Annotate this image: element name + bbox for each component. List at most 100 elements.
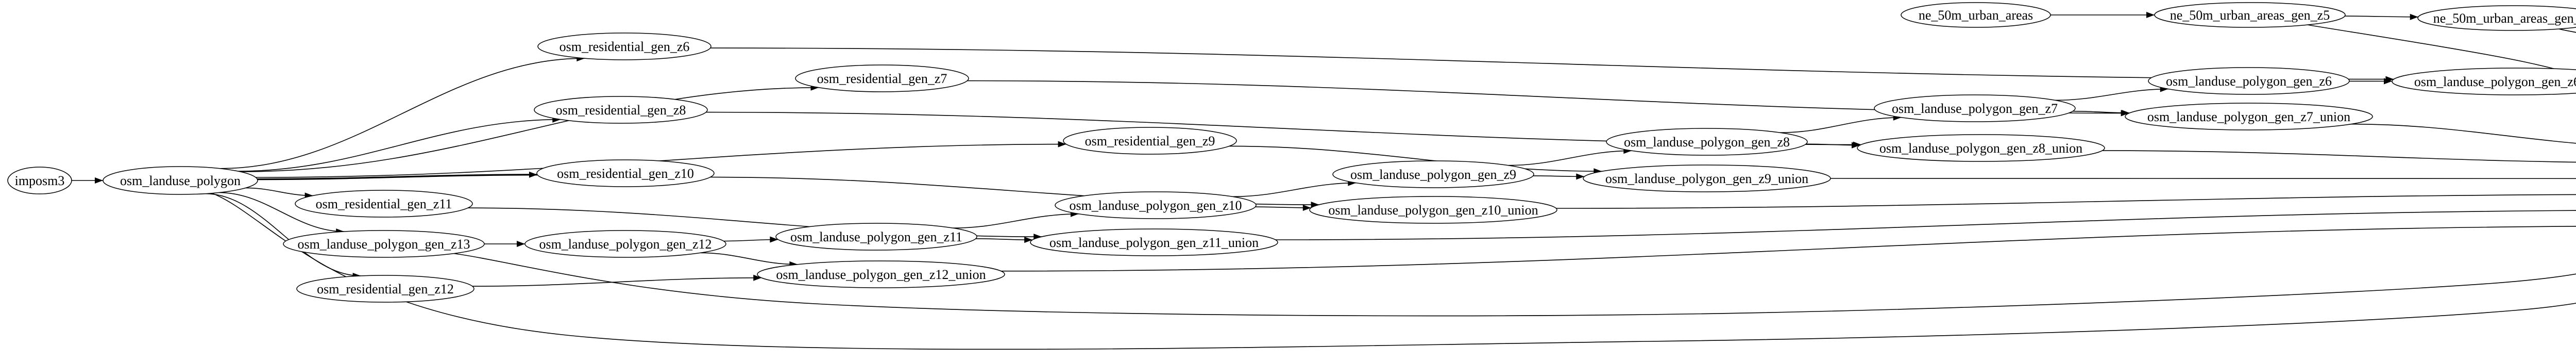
arrowhead-icon [2146,12,2155,18]
node-label: osm_landuse_polygon_gen_z6 [2166,74,2332,89]
node-ellipse [1857,134,2105,162]
node-osm_residential_gen_z6: osm_residential_gen_z6 [537,32,711,60]
arrowhead-icon [1853,141,1861,148]
node-ellipse [1030,228,1278,256]
node-label: osm_landuse_polygon_gen_z12 [539,237,711,252]
edge-osm_landuse_polygon_gen_z10-to-osm_landuse_polygon_gen_z9 [1232,179,1357,198]
node-label: imposm3 [15,173,65,188]
node-osm_landuse_polygon_gen_z7: osm_landuse_polygon_gen_z7 [1874,94,2076,122]
node-ne_50m_urban_areas_gen_z5: ne_50m_urban_areas_gen_z5 [2154,2,2346,28]
arrowhead-icon [95,177,103,184]
node-ellipse [1309,196,1557,224]
node-label: osm_landuse_polygon_gen_z7_union [2147,109,2350,124]
arrowhead-icon [770,236,778,243]
node-ellipse [775,223,977,251]
node-label: osm_landuse_polygon_gen_z11 [790,229,962,244]
node-ellipse [1055,191,1257,219]
edge-osm_landuse_polygon_gen_z10_union-to-layer_landuse-z10 [1556,194,2576,209]
node-ellipse [1063,127,1237,155]
edge-osm_landuse_polygon_gen_z8-to-osm_landuse_polygon_gen_z7 [1780,114,1902,133]
node-ellipse [2148,67,2350,95]
edge-osm_landuse_polygon-to-osm_residential_gen_z11 [245,187,313,199]
node-osm_residential_gen_z9: osm_residential_gen_z9 [1063,127,1237,155]
node-label: osm_landuse_polygon_gen_z10 [1069,198,1242,213]
arrowhead-icon [517,241,525,247]
node-label: osm_residential_gen_z11 [316,196,452,211]
node-ellipse [295,190,473,218]
edge-imposm3-to-osm_landuse_polygon [72,177,103,184]
edge-osm_residential_gen_z6-to-osm_landuse_polygon_gen_z6_union [710,47,2394,83]
node-ellipse [103,166,258,195]
node-label: osm_landuse_polygon_gen_z8 [1624,135,1790,150]
node-label: osm_landuse_polygon_gen_z6_union [2414,74,2576,89]
edge-osm_landuse_polygon_gen_z9_union-to-layer_landuse-z9 [1830,178,2576,179]
edge-osm_landuse_polygon-to-osm_residential_gen_z8 [238,116,561,172]
node-ellipse [2125,103,2373,130]
node-ellipse [283,230,485,258]
node-osm_landuse_polygon_gen_z6: osm_landuse_polygon_gen_z6 [2148,67,2350,95]
node-ellipse [1332,160,1534,188]
edge-osm_landuse_polygon_gen_z7-to-osm_landuse_polygon_gen_z6 [2055,86,2168,101]
edge-osm_landuse_polygon_gen_z8-to-osm_landuse_polygon_gen_z8_union [1806,142,1860,149]
node-ellipse [2154,2,2346,28]
edge-osm_landuse_polygon_gen_z11_union-to-layer_landuse-z11 [1275,210,2576,240]
edge-osm_landuse_polygon-to-osm_residential_gen_z7 [240,84,819,172]
node-ellipse [2417,5,2576,31]
arrowhead-icon [1576,173,1585,180]
edge-osm_landuse_polygon-to-osm_residential_gen_z6 [219,55,585,169]
nodes-layer: imposm3 osm_landuse_polygon osm_residentia… [7,2,2576,303]
arrowhead-icon [2121,110,2129,117]
arrowhead-icon [1302,205,1311,211]
arrowhead-icon [1024,237,1033,243]
node-osm_landuse_polygon_gen_z8: osm_landuse_polygon_gen_z8 [1606,128,1808,156]
node-ne_50m_urban_areas: ne_50m_urban_areas [1901,2,2051,28]
edge-osm_landuse_polygon-to-layer_landuse-z14+ [212,192,2576,350]
edge-osm_residential_gen_z12-to-osm_landuse_polygon_gen_z12_union [472,274,762,287]
node-label: osm_landuse_polygon_gen_z13 [297,237,470,252]
node-ellipse [1901,2,2051,28]
node-ellipse [7,167,72,194]
arrowhead-icon [529,171,537,178]
node-label: osm_landuse_polygon_gen_z10_union [1328,203,1538,218]
node-osm_landuse_polygon_gen_z9_union: osm_landuse_polygon_gen_z9_union [1583,164,1831,192]
edge-osm_landuse_polygon_gen_z9-to-osm_landuse_polygon_gen_z9_union [1533,173,1585,180]
node-ellipse [537,32,711,60]
node-osm_landuse_polygon_gen_z8_union: osm_landuse_polygon_gen_z8_union [1857,134,2105,162]
node-label: osm_landuse_polygon_gen_z7 [1892,101,2058,116]
edge-osm_landuse_polygon_gen_z11-to-osm_landuse_polygon_gen_z11_union [975,237,1033,243]
node-osm_landuse_polygon_gen_z12: osm_landuse_polygon_gen_z12 [524,230,726,258]
node-ne_50m_urban_areas_gen_z4: ne_50m_urban_areas_gen_z4 [2417,5,2576,31]
edge-osm_landuse_polygon_gen_z11-to-osm_landuse_polygon_gen_z10 [953,210,1079,228]
edge-osm_landuse_polygon_gen_z12-to-osm_landuse_polygon_gen_z11 [723,236,778,243]
node-label: osm_landuse_polygon_gen_z11_union [1049,235,1259,250]
edge-osm_landuse_polygon_gen_z8_union-to-layer_landuse-z8 [2102,150,2576,163]
node-label: osm_residential_gen_z12 [317,282,454,297]
node-ellipse [795,64,969,92]
node-label: osm_landuse_polygon [120,173,241,188]
arrowhead-icon [1058,141,1066,147]
node-ellipse [1606,128,1808,156]
node-ellipse [534,96,708,124]
node-osm_residential_gen_z10: osm_residential_gen_z10 [536,159,715,187]
node-label: ne_50m_urban_areas_gen_z4 [2433,11,2576,26]
node-label: ne_50m_urban_areas_gen_z5 [2170,8,2330,23]
node-label: osm_landuse_polygon_gen_z12_union [776,267,986,282]
node-label: osm_residential_gen_z8 [556,103,686,118]
node-osm_landuse_polygon_gen_z7_union: osm_landuse_polygon_gen_z7_union [2125,103,2373,130]
node-ellipse [536,159,715,187]
arrowhead-icon [753,274,762,281]
node-ellipse [1583,164,1831,192]
node-ellipse [1874,94,2076,122]
node-osm_landuse_polygon_gen_z13: osm_landuse_polygon_gen_z13 [283,230,485,258]
arrowhead-icon [2410,13,2418,20]
edge-osm_landuse_polygon_gen_z13-to-layer_landuse-z13 [453,253,2576,317]
edge-ne_50m_urban_areas_gen_z5-to-ne_50m_urban_areas_gen_z4 [2345,13,2418,20]
node-label: osm_landuse_polygon_gen_z8_union [1879,141,2082,156]
edge-osm_landuse_polygon_gen_z9-to-osm_landuse_polygon_gen_z8 [1508,147,1632,166]
node-osm_landuse_polygon: osm_landuse_polygon [103,166,258,195]
edge-osm_landuse_polygon_gen_z7_union-to-layer_landuse-z7 [2350,123,2576,144]
node-label: osm_landuse_polygon_gen_z9 [1350,167,1516,182]
node-osm_residential_gen_z7: osm_residential_gen_z7 [795,64,969,92]
